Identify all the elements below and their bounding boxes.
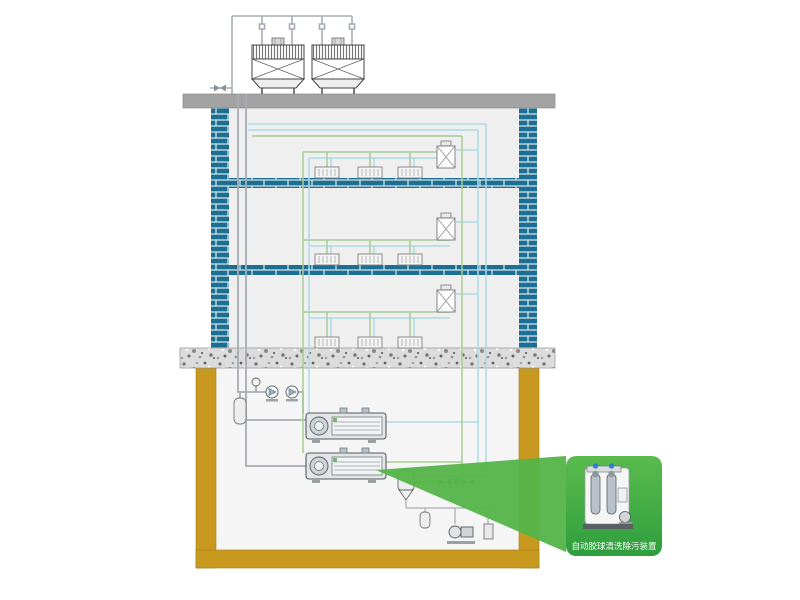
- fan-coil-f1-1: [314, 166, 340, 179]
- condenser-water-risers: [237, 94, 306, 467]
- device-pump: [619, 511, 631, 523]
- cooling-tower-2: [311, 37, 365, 95]
- pump-1: [265, 385, 279, 402]
- callout-panel: 自动胶球清洗除污装置: [566, 456, 662, 556]
- fan-coil-f3-1: [314, 336, 340, 349]
- dosing-pot: [251, 377, 261, 387]
- blue-valve-icon-2: [608, 463, 615, 469]
- brick-wall-left: [211, 108, 229, 348]
- ground-floor-slab: [179, 347, 556, 369]
- strainer: [483, 523, 494, 540]
- fan-coil-f1-2: [357, 166, 383, 179]
- fan-coil-f1-3: [397, 166, 423, 179]
- pump-2: [285, 385, 299, 402]
- chiller-1: [305, 407, 387, 444]
- roof-slab: [182, 93, 556, 109]
- building-interior: [229, 108, 519, 348]
- fan-coil-f3-2: [357, 336, 383, 349]
- callout-label: 自动胶球清洗除污装置: [571, 541, 657, 552]
- rooftop-condenser-piping: [210, 15, 356, 94]
- fan-coil-f3-3: [397, 336, 423, 349]
- makeup-pump-set: [447, 523, 494, 544]
- floor-slab-2: [229, 178, 519, 188]
- ball-cleaning-device: [583, 463, 633, 529]
- floor-slab-3: [229, 265, 519, 275]
- fan-coil-f2-3: [397, 253, 423, 266]
- expansion-tank: [419, 511, 431, 529]
- fan-coil-f2-2: [357, 253, 383, 266]
- brick-wall-right: [519, 108, 537, 348]
- chiller-2: [305, 447, 387, 484]
- zoom-beam: [376, 456, 566, 552]
- blue-valve-icon-1: [592, 463, 599, 469]
- water-treatment-tank: [233, 397, 247, 425]
- cooling-tower-1: [251, 37, 305, 95]
- fan-coil-f2-1: [314, 253, 340, 266]
